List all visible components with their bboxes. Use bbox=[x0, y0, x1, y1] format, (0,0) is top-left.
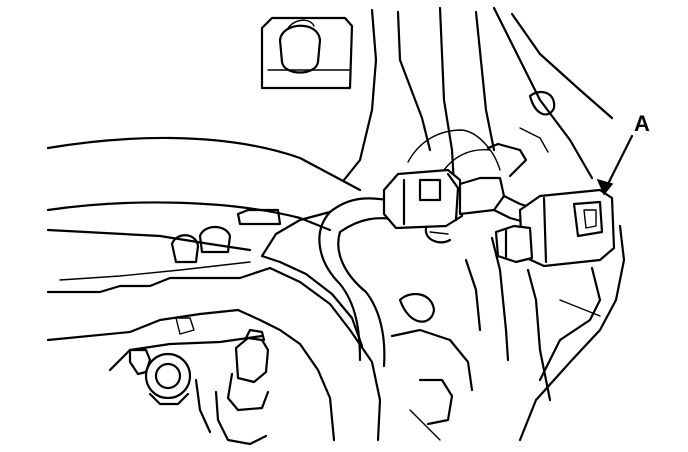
callout-label: A bbox=[634, 111, 650, 136]
lower-engine-detail bbox=[390, 258, 482, 441]
callout-a: A bbox=[596, 111, 650, 196]
connector-a bbox=[494, 188, 616, 268]
center-connector bbox=[382, 168, 506, 244]
fuel-rail-pipe bbox=[46, 136, 362, 281]
engine-body-right bbox=[342, 6, 626, 442]
lower-bolts bbox=[128, 328, 270, 446]
manifold-body bbox=[46, 208, 302, 372]
callout-arrowhead bbox=[596, 178, 614, 196]
callout-leader-line bbox=[604, 134, 634, 190]
top-cap-housing bbox=[260, 16, 354, 90]
wiring-harness bbox=[260, 197, 400, 442]
